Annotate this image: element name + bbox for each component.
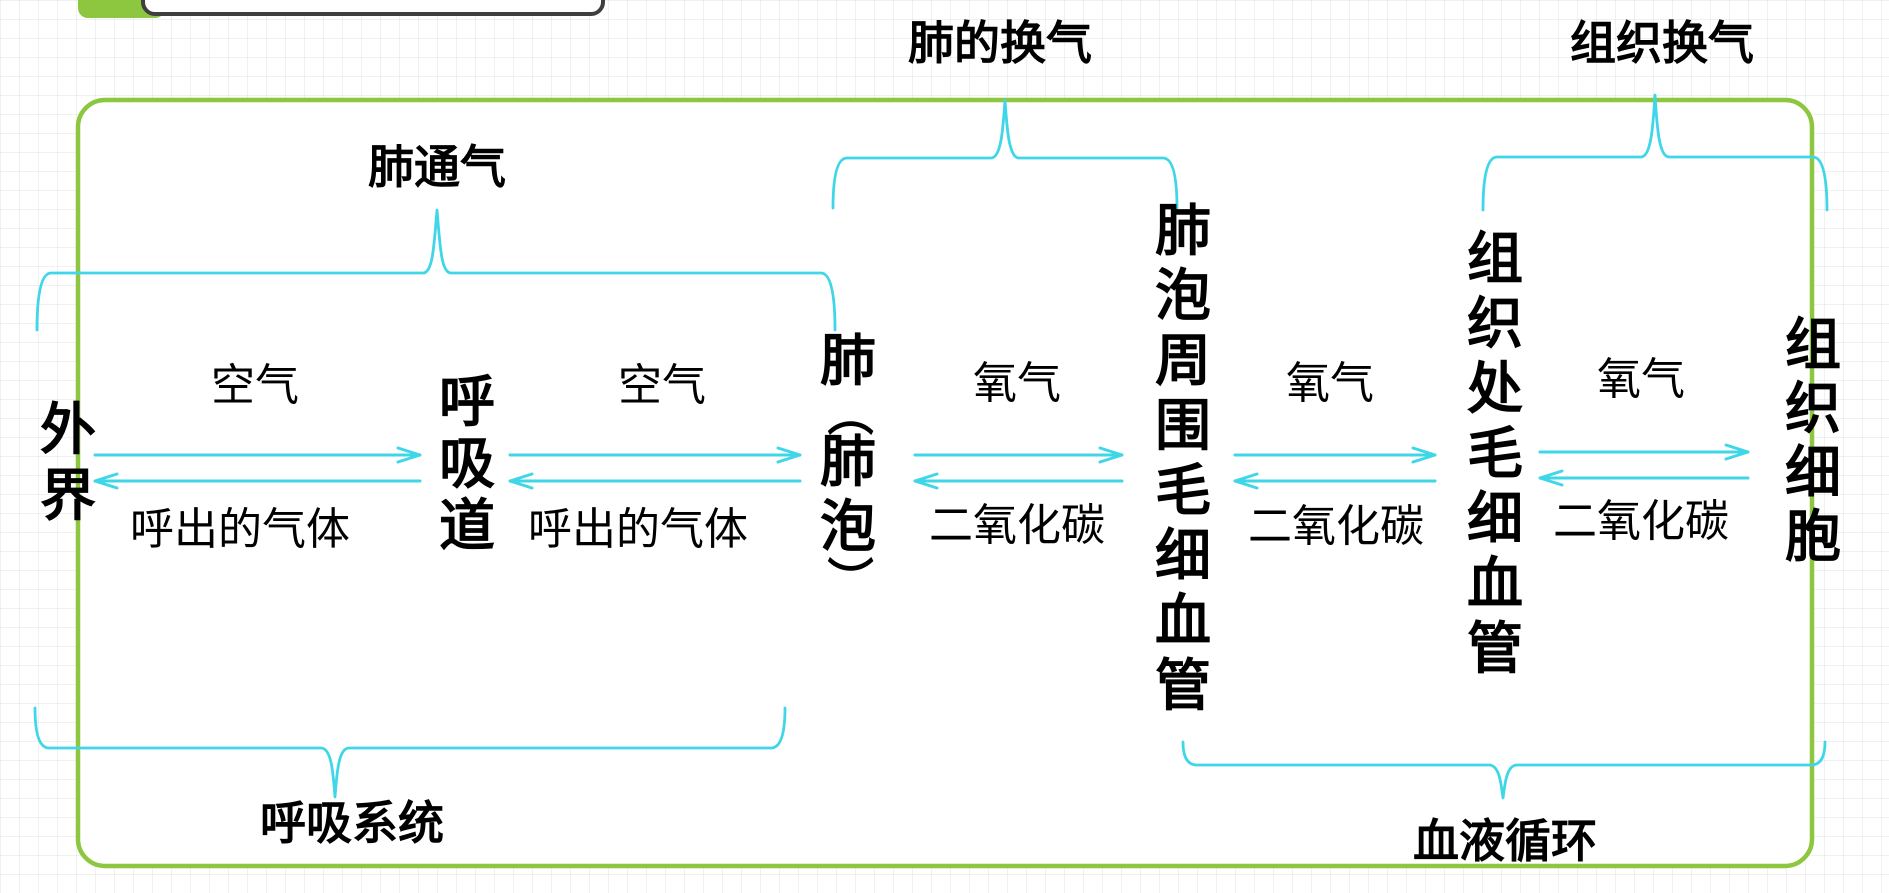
label-co2-2: 二氧化碳 [1248,502,1424,551]
node-char: 呼 [439,372,495,434]
node-char: 肺 [820,432,876,494]
arrow-right-5 [1538,443,1750,461]
node-alveolar-capillaries: 肺 泡 周 围 毛 细 血 管 [1155,200,1211,720]
node-char: 血 [1467,554,1523,616]
node-char: 道 [439,496,495,558]
node-tissue-cells: 组 织 细 胞 [1785,314,1841,570]
node-char: 织 [1785,379,1841,441]
arrow-left-4 [1233,472,1437,490]
node-char: 毛 [1155,461,1211,523]
main-frame [75,97,1815,869]
brace-lung-ventilation [35,208,837,332]
label-exhaled-1: 呼出的气体 [130,505,350,554]
node-char: 围 [1155,396,1211,458]
open-paren: （ [823,390,874,436]
node-char: 泡 [1155,266,1211,328]
node-char: 界 [40,466,96,528]
node-char: 细 [1155,526,1211,588]
label-blood-circulation: 血液循环 [1413,816,1597,867]
label-oxygen-2: 氧气 [1286,359,1374,408]
node-char: 周 [1155,331,1211,393]
brace-tissue-gas-exchange [1481,93,1829,212]
node-char: 织 [1467,294,1523,356]
label-co2-3: 二氧化碳 [1553,497,1729,546]
node-outside-world: 外 界 [40,398,96,530]
node-char: 肺 [1155,201,1211,263]
node-char: 外 [40,400,96,462]
arrow-left-2 [508,472,802,490]
brace-blood-circulation [1181,740,1827,800]
arrow-left-1 [93,472,422,490]
node-char: 细 [1785,443,1841,505]
node-char: 毛 [1467,424,1523,486]
node-lung-alveoli: 肺 （ 肺 泡 ） [820,330,876,602]
label-air-1: 空气 [211,361,299,410]
label-tissue-gas-exchange: 组织换气 [1570,18,1754,69]
brace-lung-gas-exchange [831,98,1179,210]
arrow-right-3 [913,446,1124,464]
label-respiratory-system: 呼吸系统 [260,798,444,849]
node-char: 泡 [820,497,876,559]
node-char: 血 [1155,591,1211,653]
arrow-right-1 [93,446,422,464]
node-char: 吸 [439,434,495,496]
node-char: 组 [1785,315,1841,377]
dark-box-cutoff [141,0,605,16]
node-airway: 呼 吸 道 [439,372,495,558]
node-char: 管 [1155,656,1211,718]
node-char: 管 [1467,619,1523,681]
node-char: 组 [1467,229,1523,291]
label-air-2: 空气 [618,361,706,410]
node-char: 肺 [820,331,876,393]
close-paren: ） [823,556,874,602]
label-oxygen-3: 氧气 [1597,355,1685,404]
label-exhaled-2: 呼出的气体 [528,505,748,554]
label-lung-gas-exchange: 肺的换气 [908,18,1092,69]
node-char: 胞 [1785,507,1841,569]
node-char: 细 [1467,489,1523,551]
arrow-right-4 [1233,446,1437,464]
arrow-left-5 [1538,469,1750,487]
node-char: 处 [1467,359,1523,421]
label-co2-1: 二氧化碳 [929,501,1105,550]
node-tissue-capillaries: 组 织 处 毛 细 血 管 [1467,228,1523,683]
label-oxygen-1: 氧气 [973,359,1061,408]
arrow-right-2 [508,446,802,464]
label-lung-ventilation: 肺通气 [368,142,506,193]
arrow-left-3 [913,472,1124,490]
brace-respiratory-system [33,706,787,799]
